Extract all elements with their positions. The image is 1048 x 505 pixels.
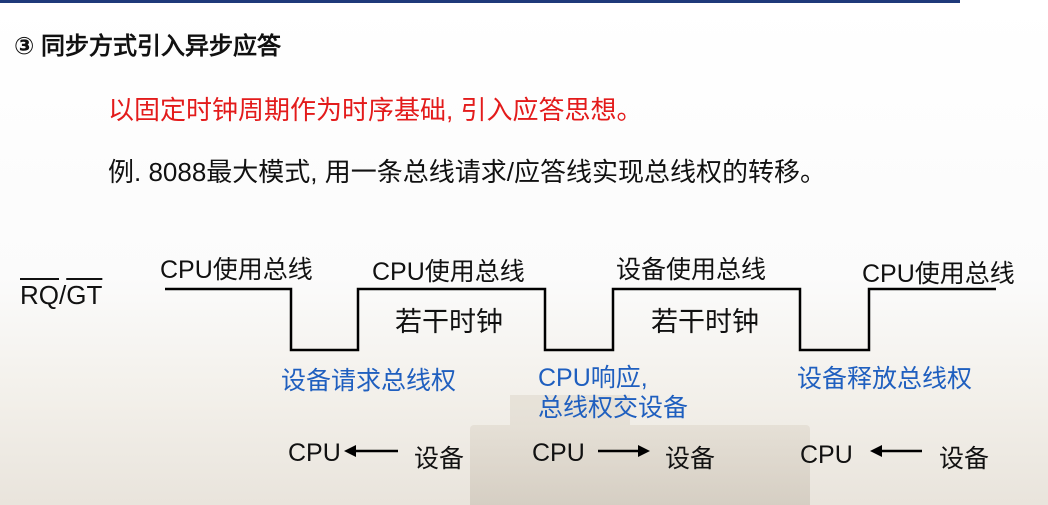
rq-gt-waveform	[165, 287, 996, 352]
principle-text: 以固定时钟周期作为时序基础, 引入应答思想。	[108, 95, 643, 125]
event-bus-to-device: 总线权交设备	[538, 394, 689, 422]
transfer-arrow-1	[344, 445, 398, 457]
example-text: 例. 8088最大模式, 用一条总线请求/应答线实现总线权的转移。	[108, 157, 826, 187]
transfer-3-right: 设备	[939, 445, 990, 473]
signal-gt: GT	[66, 280, 103, 310]
background-building	[470, 395, 810, 505]
transfer-3-left: CPU	[800, 441, 853, 469]
event-cpu-response: CPU响应,	[538, 364, 648, 392]
high-label-4: CPU使用总线	[862, 260, 1015, 288]
high-label-3: 设备使用总线	[616, 256, 767, 284]
transfer-arrow-3	[870, 445, 922, 457]
event-device-release: 设备释放总线权	[797, 365, 973, 393]
top-rule	[0, 0, 960, 3]
section-heading: ③ 同步方式引入异步应答	[14, 33, 281, 60]
signal-slash: /	[59, 280, 67, 310]
high-label-1: CPU使用总线	[160, 256, 313, 284]
transfer-1-right: 设备	[414, 445, 465, 473]
transfer-arrow-2	[598, 445, 650, 457]
transfer-2-right: 设备	[665, 445, 716, 473]
high-label-2: CPU使用总线	[372, 258, 525, 286]
signal-name: RQ/GT	[20, 280, 102, 311]
transfer-2-left: CPU	[532, 439, 585, 467]
signal-rq: RQ	[20, 280, 59, 310]
duration-label-1: 若干时钟	[395, 307, 503, 337]
duration-label-2: 若干时钟	[651, 307, 759, 337]
transfer-1-left: CPU	[288, 439, 341, 467]
event-device-request: 设备请求总线权	[281, 367, 457, 395]
